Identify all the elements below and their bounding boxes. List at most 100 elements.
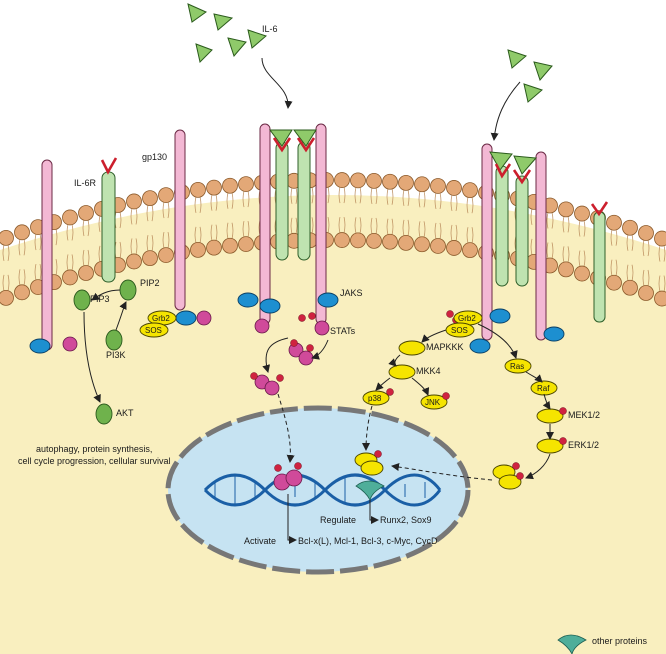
jaks-label: JAKS xyxy=(340,288,363,298)
lipid-head xyxy=(366,173,382,189)
lipid-head xyxy=(638,285,654,301)
mek-protein xyxy=(536,408,564,424)
lipid-head xyxy=(222,237,238,254)
other-protein-shape xyxy=(355,480,385,502)
activate-targets: Bcl-x(L), Mcl-1, Bcl-3, c-Myc, CycD xyxy=(298,536,438,546)
lipid-head xyxy=(0,229,14,246)
lipid-head xyxy=(142,250,158,267)
il6-ligand xyxy=(227,37,247,57)
lipid-head xyxy=(654,290,666,307)
lipid-head xyxy=(606,214,622,231)
lipid-head xyxy=(414,176,430,193)
grb2-right-label: Grb2 xyxy=(458,314,476,323)
mkk4-protein xyxy=(388,364,416,380)
il6-ligands xyxy=(187,3,553,103)
il6-label: IL-6 xyxy=(262,24,278,34)
grb2-left-label: Grb2 xyxy=(152,314,170,323)
il6-ligand xyxy=(533,61,553,81)
lipid-head xyxy=(382,173,398,190)
lipid-head xyxy=(414,236,430,253)
p38-label: p38 xyxy=(368,394,382,403)
lipid-head xyxy=(462,182,478,199)
il6-ligand xyxy=(213,13,234,31)
stat-proteins xyxy=(250,312,330,396)
il6-ligand xyxy=(187,3,208,23)
lipid-head xyxy=(654,230,666,247)
lipid-head xyxy=(142,190,158,207)
pi3k-protein xyxy=(105,329,123,351)
lipid-head xyxy=(14,224,30,241)
mek-label: MEK1/2 xyxy=(568,410,600,420)
jnk-label: JNK xyxy=(425,398,441,407)
akt-label: AKT xyxy=(116,408,134,418)
erk-dimer xyxy=(492,462,524,490)
lipid-head xyxy=(190,181,206,198)
akt-outcomes-line1: autophagy, protein synthesis, xyxy=(36,444,152,454)
il6-ligand xyxy=(195,43,213,63)
sos-left-protein xyxy=(139,322,169,338)
lipid-head xyxy=(126,253,142,270)
lipid-head xyxy=(350,232,366,249)
nuclear-stat-dimer xyxy=(273,462,303,491)
lipid-head xyxy=(430,178,446,194)
lipid-head xyxy=(126,193,142,210)
pi3k-label: PI3K xyxy=(106,350,126,360)
lipid-head xyxy=(622,219,638,236)
legend-other-proteins-icon xyxy=(557,634,587,654)
il6-ligand xyxy=(247,29,267,49)
sos-right-label: SOS xyxy=(451,326,468,335)
lipid-head xyxy=(574,205,590,222)
lipid-head xyxy=(190,241,206,258)
lipid-head xyxy=(350,172,366,189)
lipid-head xyxy=(430,238,446,254)
lipid-head xyxy=(206,239,222,256)
mapkkk-label: MAPKKK xyxy=(426,342,464,352)
lipid-head xyxy=(558,201,574,218)
erk-protein xyxy=(536,438,564,454)
lipid-head xyxy=(446,180,462,196)
akt-outcomes-line2: cell cycle progression, cellular surviva… xyxy=(18,456,171,466)
akt-protein xyxy=(95,403,113,425)
lipid-head xyxy=(238,236,254,252)
lipid-head xyxy=(558,261,574,278)
lipid-head xyxy=(158,187,174,203)
activate-label: Activate xyxy=(244,536,276,546)
sos-left-label: SOS xyxy=(145,326,162,335)
lipid-head xyxy=(398,174,414,191)
erk-label: ERK1/2 xyxy=(568,440,599,450)
lipid-head xyxy=(62,209,78,226)
lipid-head xyxy=(158,247,174,263)
lipid-head xyxy=(606,274,622,291)
legend-other-proteins-label: other proteins xyxy=(592,636,648,646)
ras-protein xyxy=(504,358,532,374)
il6-ligand xyxy=(507,49,527,69)
mkk4-label: MKK4 xyxy=(416,366,441,376)
p38-protein xyxy=(362,390,390,406)
ras-label: Ras xyxy=(510,362,524,371)
receptor-center xyxy=(259,123,327,325)
il6-ligand xyxy=(523,83,543,103)
gp130-label: gp130 xyxy=(142,152,167,162)
lipid-head xyxy=(334,172,350,188)
lipid-head xyxy=(366,233,382,249)
pip2-protein xyxy=(119,279,137,301)
pip3-protein xyxy=(73,289,91,311)
lipid-head xyxy=(334,232,350,248)
pip2-label: PIP2 xyxy=(140,278,160,288)
stats-label: STATs xyxy=(330,326,356,336)
nucleus xyxy=(165,405,471,575)
lipid-head xyxy=(238,176,254,192)
jnk-protein xyxy=(420,394,448,410)
lipid-head xyxy=(62,269,78,286)
lipid-head xyxy=(574,265,590,282)
il6r-label: IL-6R xyxy=(74,178,97,188)
dna-strand-2 xyxy=(203,473,442,507)
lipid-head xyxy=(398,234,414,251)
nuclear-mapk-dimer xyxy=(354,450,384,476)
lipid-head xyxy=(14,284,30,301)
lipid-head xyxy=(0,289,14,306)
lipid-head xyxy=(78,205,94,221)
mapkkk-protein xyxy=(398,340,426,356)
